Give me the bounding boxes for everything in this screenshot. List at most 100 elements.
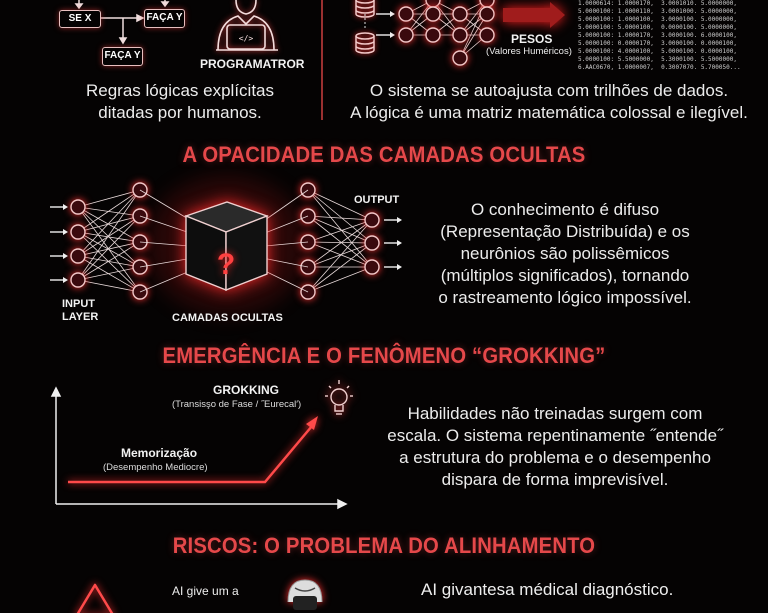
- connection: [307, 242, 373, 293]
- risk-left-text: AI give um a: [172, 584, 239, 598]
- connection: [307, 215, 373, 244]
- programmer-label: PROGRAMATROR: [200, 57, 305, 71]
- robot-icon: [287, 579, 323, 610]
- section-title-grokking: EMERGÊNCIA E O FENÔMENO “GROKKING”: [162, 343, 606, 368]
- connection: [77, 215, 141, 257]
- connection: [77, 189, 141, 208]
- connection: [139, 215, 191, 234]
- connection: [307, 189, 373, 268]
- right-caption: O sistema se autoajusta com trilhões de …: [350, 81, 748, 122]
- connection: [264, 189, 309, 221]
- code-glyph: </>: [239, 34, 254, 43]
- memorization-sublabel: (Desempenho Mediocre): [103, 462, 208, 473]
- weights-label: PESOS: [511, 32, 553, 46]
- arrowhead: [390, 32, 395, 38]
- neuron: [452, 6, 468, 22]
- neuron: [479, 6, 495, 22]
- flow-then-box: FAÇA Y: [144, 9, 185, 28]
- arrowhead: [63, 277, 68, 283]
- curve-arrowhead: [306, 416, 318, 430]
- weights-arrow: [503, 2, 565, 28]
- connection: [264, 270, 309, 293]
- neuron: [70, 224, 86, 240]
- connection: [77, 215, 141, 281]
- matrix-row: 5.0000100: 5.0000100, 0.0000100. 5.00000…: [578, 24, 737, 31]
- connection: [307, 241, 373, 268]
- connection: [307, 219, 373, 243]
- neuron: [70, 248, 86, 264]
- connection: [77, 231, 141, 243]
- grokking-chart: [50, 380, 353, 510]
- connection: [307, 219, 373, 268]
- flowchart-arrows: [74, 0, 170, 45]
- connection: [77, 241, 141, 257]
- grokking-label: GROKKING: [213, 383, 279, 397]
- arrowhead: [397, 240, 402, 246]
- matrix-row: 1.0000614: 1.0000170, 3.0001010. 5.00000…: [578, 0, 737, 7]
- connection: [307, 241, 373, 244]
- connection: [264, 215, 309, 234]
- question-mark-icon: ?: [217, 248, 235, 281]
- weights-matrix: 1.0000614: 1.0000170, 3.0001010. 5.00000…: [578, 0, 741, 72]
- connection: [307, 219, 373, 293]
- hidden-layers-diagram: ?: [50, 175, 402, 315]
- connection: [139, 258, 191, 268]
- arrowhead: [63, 204, 68, 210]
- database-icon: [355, 0, 375, 18]
- arrowhead: [63, 253, 68, 259]
- neural-network-icon: [355, 0, 565, 66]
- matrix-row: 5.0000100: 1.0000170, 3.0000100. 6.00001…: [578, 32, 737, 39]
- matrix-row: 5.0000100: 4.0000100, 5.0000100. 0.00001…: [578, 48, 737, 55]
- connection: [77, 255, 141, 268]
- connection: [77, 189, 141, 233]
- connection: [77, 266, 141, 281]
- arrowhead: [63, 229, 68, 235]
- arrowhead: [397, 264, 402, 270]
- matrix-row: 5.0000100: 5.5000000, 5.3000100. 5.50000…: [578, 56, 737, 63]
- weights-sublabel: (Valores Huméricos): [486, 46, 572, 57]
- neuron: [70, 199, 86, 215]
- flow-then-box-2: FAÇA Y: [102, 47, 143, 66]
- neuron: [364, 235, 380, 251]
- lightbulb-icon: [325, 380, 353, 415]
- black-box-cube: [183, 201, 270, 292]
- connection: [264, 241, 309, 247]
- performance-curve: [68, 425, 313, 484]
- matrix-row: 5.0000100: 0.0000170, 3.0000100. 0.00001…: [578, 40, 737, 47]
- connection: [77, 206, 141, 217]
- programmer-icon: </>: [216, 0, 278, 51]
- connection: [77, 279, 141, 293]
- connection: [139, 189, 191, 221]
- connection: [139, 270, 191, 293]
- matrix-row: 5.0000100: 1.0000100, 3.0000100. 5.00000…: [578, 16, 737, 23]
- connection: [77, 189, 141, 281]
- neuron: [70, 272, 86, 288]
- connection: [264, 258, 309, 268]
- neuron: [364, 212, 380, 228]
- matrix-row: 6.AAC0670, 1.0000007, 0.3007070. 5.70005…: [578, 64, 741, 71]
- neuron: [398, 27, 414, 43]
- connection: [77, 231, 141, 293]
- connection: [77, 255, 141, 293]
- opacity-caption: O conhecimento é difuso(Representação Di…: [438, 200, 692, 307]
- neuron: [364, 259, 380, 275]
- connection: [77, 231, 141, 268]
- neuron: [425, 27, 441, 43]
- flow-if-box: SE X: [59, 10, 101, 28]
- connection: [307, 266, 373, 293]
- memorization-label: Memorização: [121, 446, 198, 460]
- connection: [307, 189, 373, 221]
- output-label: OUTPUT: [354, 194, 400, 206]
- connection: [77, 206, 141, 243]
- matrix-row: 5.0000100: 1.0000110, 3.0001000. 5.00000…: [578, 8, 737, 15]
- arrowhead: [397, 217, 402, 223]
- connection: [459, 13, 488, 59]
- connection: [77, 241, 141, 281]
- neuron: [452, 27, 468, 43]
- section-title-opacity: A OPACIDADE DAS CAMADAS OCULTAS: [182, 142, 586, 167]
- section-divider: [321, 0, 323, 120]
- neuron: [398, 6, 414, 22]
